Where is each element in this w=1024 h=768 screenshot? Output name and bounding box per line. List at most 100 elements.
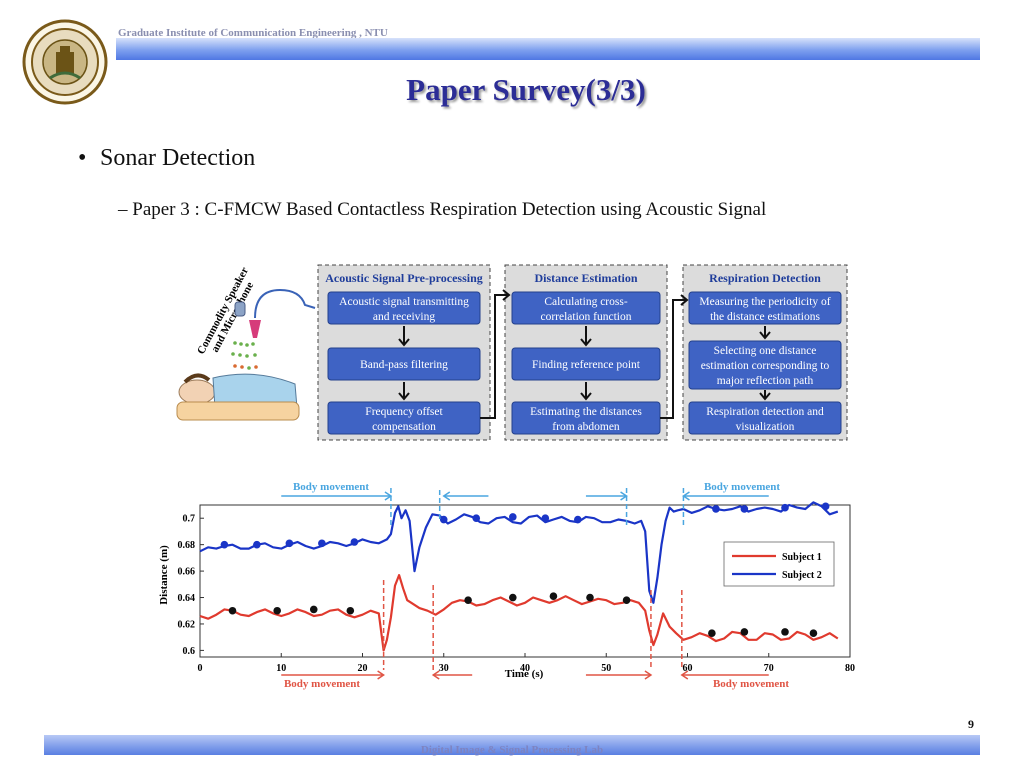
peak-marker xyxy=(253,540,261,549)
bullet-item: •Sonar Detection xyxy=(78,145,256,171)
y-tick-label: 0.7 xyxy=(183,514,196,525)
university-seal-logo xyxy=(22,19,108,105)
svg-text:Band-pass filtering: Band-pass filtering xyxy=(360,359,448,371)
peak-marker xyxy=(586,593,594,602)
svg-text:Frequency offset: Frequency offset xyxy=(365,406,443,418)
peak-marker xyxy=(346,606,355,615)
y-tick-label: 0.6 xyxy=(183,646,196,657)
svg-text:estimation corresponding to: estimation corresponding to xyxy=(701,360,830,372)
movement-arrowhead xyxy=(644,670,653,680)
slide-title: Paper Survey(3/3) xyxy=(406,72,646,107)
x-tick-label: 10 xyxy=(276,663,286,674)
peak-marker xyxy=(712,505,720,513)
y-axis-label: Distance (m) xyxy=(158,545,170,605)
connector-arrow xyxy=(660,294,689,419)
peak-marker xyxy=(318,539,326,548)
peak-marker xyxy=(781,628,789,636)
y-tick-label: 0.62 xyxy=(178,619,196,630)
peak-marker xyxy=(740,505,749,513)
svg-text:and receiving: and receiving xyxy=(373,311,436,323)
sub-bullet-item: – Paper 3 : C-FMCW Based Contactless Res… xyxy=(118,199,767,220)
series-line-subject-1 xyxy=(199,573,839,652)
page-number: 9 xyxy=(968,717,974,731)
svg-text:the distance estimations: the distance estimations xyxy=(710,311,820,323)
peak-marker xyxy=(740,628,749,636)
column-respiration-detection: Respiration Detection Measuring the peri… xyxy=(682,264,848,441)
peak-marker xyxy=(220,540,229,549)
legend-subject-1: Subject 1 xyxy=(782,552,822,563)
svg-text:compensation: compensation xyxy=(372,421,436,433)
x-tick-label: 50 xyxy=(601,663,611,674)
peak-marker xyxy=(549,592,558,600)
movement-arrowhead xyxy=(682,491,690,501)
bullet-dot-icon: • xyxy=(78,145,87,171)
device-label: Commodity Speaker and Microphone xyxy=(195,265,256,356)
peak-marker xyxy=(464,596,472,604)
svg-text:visualization: visualization xyxy=(736,421,795,433)
movement-arrowhead xyxy=(431,670,440,680)
x-tick-label: 70 xyxy=(764,663,774,674)
lying-person-illustration xyxy=(176,373,300,421)
peak-marker xyxy=(781,503,789,512)
chart-series xyxy=(199,501,839,652)
peak-marker xyxy=(285,539,294,548)
peak-marker xyxy=(541,514,550,523)
x-tick-label: 40 xyxy=(520,663,530,674)
legend-subject-2: Subject 2 xyxy=(782,570,822,581)
peak-marker xyxy=(821,502,830,511)
peak-marker xyxy=(509,593,517,602)
x-tick-label: 30 xyxy=(439,663,449,674)
body-movement-label-top-right: Body movement xyxy=(704,481,780,493)
peak-marker xyxy=(228,606,237,615)
footer-bar xyxy=(44,735,980,755)
svg-text:Finding reference point: Finding reference point xyxy=(532,359,641,371)
svg-text:correlation function: correlation function xyxy=(540,311,631,323)
svg-text:Respiration Detection: Respiration Detection xyxy=(709,271,821,285)
organization-name: Graduate Institute of Communication Engi… xyxy=(118,27,388,39)
chart-axes: 0 10 20 30 40 50 60 70 80 0.6 0.62 0.64 0.66 0.68 0.7 xyxy=(178,504,855,674)
footer-lab-name: Digital Image & Signal Processing Lab xyxy=(420,744,604,756)
svg-text:Distance Estimation: Distance Estimation xyxy=(535,271,638,285)
svg-text:Acoustic signal transmitting: Acoustic signal transmitting xyxy=(339,296,469,308)
peak-marker xyxy=(809,629,818,638)
svg-text:Estimating the distances: Estimating the distances xyxy=(530,406,642,418)
svg-text:from abdomen: from abdomen xyxy=(552,421,620,433)
peak-marker xyxy=(273,606,281,615)
movement-arrowhead xyxy=(377,670,385,680)
x-tick-label: 20 xyxy=(358,663,368,674)
svg-text:Measuring the periodicity of: Measuring the periodicity of xyxy=(699,296,830,308)
peak-marker xyxy=(309,605,318,614)
body-movement-label-bottom-right: Body movement xyxy=(713,678,789,690)
svg-text:major reflection path: major reflection path xyxy=(717,375,814,387)
peak-marker xyxy=(574,515,582,524)
chart-legend: Subject 1 Subject 2 xyxy=(723,541,835,587)
column-preprocessing: Acoustic Signal Pre-processing Acoustic … xyxy=(317,264,491,441)
movement-arrowhead xyxy=(680,670,689,680)
peak-marker xyxy=(439,515,448,524)
connector-arrow xyxy=(480,289,511,419)
y-tick-label: 0.68 xyxy=(178,540,196,551)
x-tick-label: 0 xyxy=(198,663,203,674)
peak-marker xyxy=(350,538,359,546)
chart-annotations xyxy=(281,488,769,680)
column-distance-estimation: Distance Estimation Calculating cross- c… xyxy=(504,264,668,441)
body-movement-label-bottom-left: Body movement xyxy=(284,678,360,690)
y-tick-label: 0.66 xyxy=(178,567,196,578)
peak-marker xyxy=(708,629,716,638)
movement-arrowhead xyxy=(442,491,451,501)
svg-text:Calculating cross-: Calculating cross- xyxy=(544,296,628,308)
x-axis-label: Time (s) xyxy=(505,668,544,680)
system-diagram: Commodity Speaker and Microphone Acousti… xyxy=(176,264,848,441)
peak-marker xyxy=(472,514,481,523)
y-tick-label: 0.64 xyxy=(178,593,196,604)
body-movement-label-top-left: Body movement xyxy=(293,481,369,493)
svg-text:Respiration detection and: Respiration detection and xyxy=(706,406,824,418)
x-tick-label: 80 xyxy=(845,663,855,674)
speaker-microphone-icon xyxy=(234,288,316,338)
peak-marker xyxy=(509,513,517,521)
header-bar xyxy=(116,38,980,60)
svg-text:Acoustic Signal Pre-processing: Acoustic Signal Pre-processing xyxy=(325,271,483,285)
svg-text:Selecting one distance: Selecting one distance xyxy=(714,345,817,357)
x-tick-label: 60 xyxy=(683,663,693,674)
